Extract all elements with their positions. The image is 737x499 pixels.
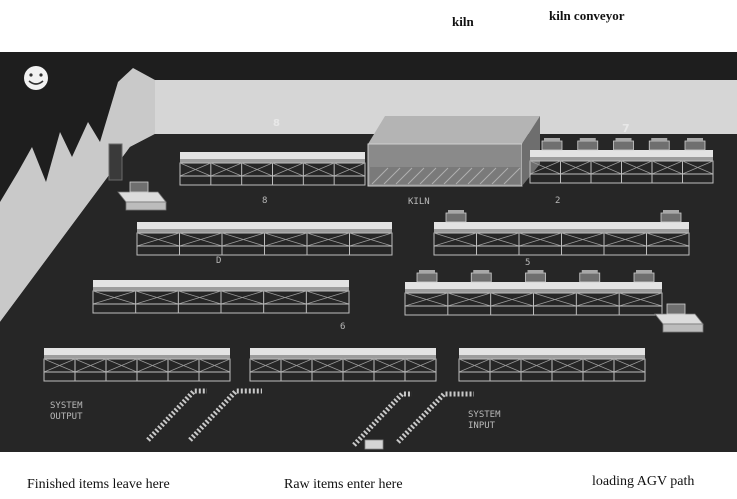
agv-right [654,303,704,333]
caption-kiln-conveyor: kiln conveyor [549,8,625,23]
conveyor-label-8: 8 [262,196,267,206]
marker-top-label: 8 [273,118,280,129]
conveyor-mid-left [136,222,393,256]
path-output-2 [188,388,262,442]
pallet-box [579,270,601,283]
agv-left [117,181,167,211]
kiln-sign: KILN [408,197,430,207]
marker-kiln-conveyor-label: 7 [622,122,630,135]
caption-raw-items: Raw items enter here [284,477,403,492]
pallet-box [684,138,706,151]
conveyor-top-left [179,152,366,186]
door [108,143,123,181]
system-output-label-2: OUTPUT [50,412,83,422]
path-input-1 [352,391,412,447]
conveyor-label-d: D [216,256,221,266]
smiley-icon [24,66,48,90]
conveyor-kiln [529,138,714,184]
conveyors [43,138,714,382]
back-wall [155,80,737,134]
system-input-label-2: INPUT [468,421,496,431]
conveyor-lower-right [404,270,663,316]
pallet-box [633,270,655,283]
conveyor-mid-right [433,210,690,256]
agvs [117,181,704,333]
raw-item-block [364,439,384,450]
system-output-label-1: SYSTEM [50,401,83,411]
pallet-box [577,138,599,151]
system-input-label-1: SYSTEM [468,410,501,420]
pallet-box [648,138,670,151]
conveyor-label-2: 2 [555,196,560,206]
conveyor-lower-left [92,280,350,314]
pallet-box [613,138,634,151]
conveyor-label-6: 6 [340,322,345,332]
conveyor-bottom-1 [43,348,231,382]
conveyor-bottom-2 [249,348,437,382]
conveyor-bottom-3 [458,348,646,382]
pallet-box [470,270,492,283]
pallet-box [660,210,682,223]
pallet-box [416,270,438,283]
agv-paths [146,388,474,447]
pallet-box [525,270,546,283]
caption-loading-agv-path: loading AGV path [592,474,695,489]
conveyor-label-5: 5 [525,258,530,268]
caption-finished-items: Finished items leave here [27,477,170,492]
factory-floor-scene: 8 7 KILN 8 2 D 5 6 SYSTEM OUTPUT SYSTEM [0,52,737,452]
pallet-box [445,210,467,223]
pallet-box [541,138,563,151]
caption-kiln: kiln [452,14,474,29]
left-wall [0,68,155,322]
